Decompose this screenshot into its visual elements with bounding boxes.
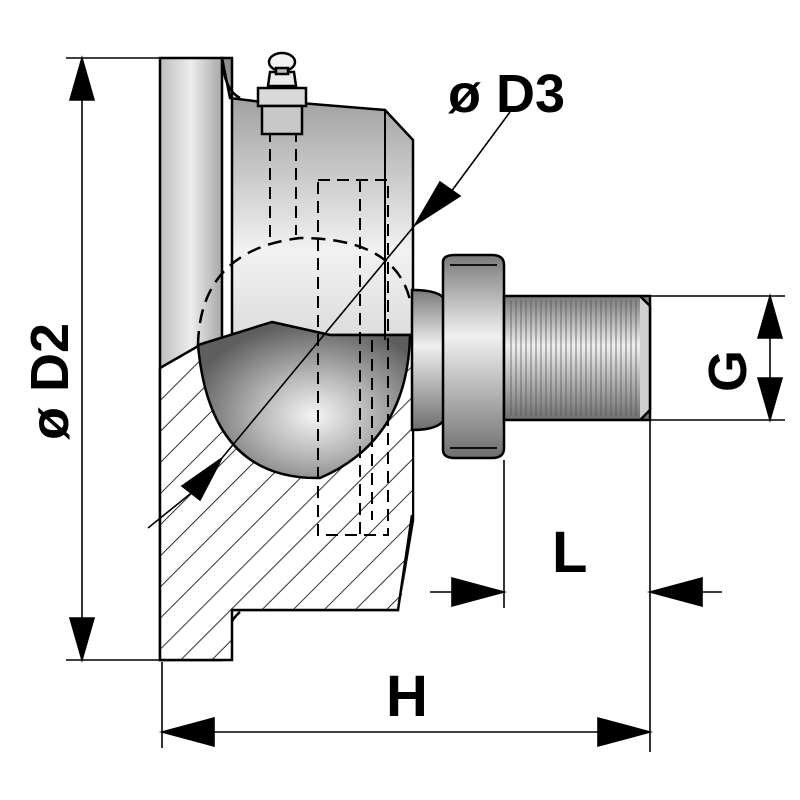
stud-collar bbox=[441, 253, 506, 460]
dimension-lines bbox=[66, 55, 785, 752]
ball-socket-lower bbox=[196, 320, 412, 480]
h-label: H bbox=[386, 664, 428, 729]
d3-label: ø D3 bbox=[448, 64, 565, 124]
ball-hidden-outline bbox=[196, 236, 412, 346]
ball-neck bbox=[410, 288, 447, 432]
g-label: G bbox=[698, 350, 758, 392]
grease-nipple bbox=[256, 51, 308, 136]
d2-label: ø D2 bbox=[20, 323, 80, 440]
threaded-stud bbox=[502, 294, 652, 422]
l-label: L bbox=[552, 520, 587, 585]
hidden-lines bbox=[269, 130, 389, 536]
